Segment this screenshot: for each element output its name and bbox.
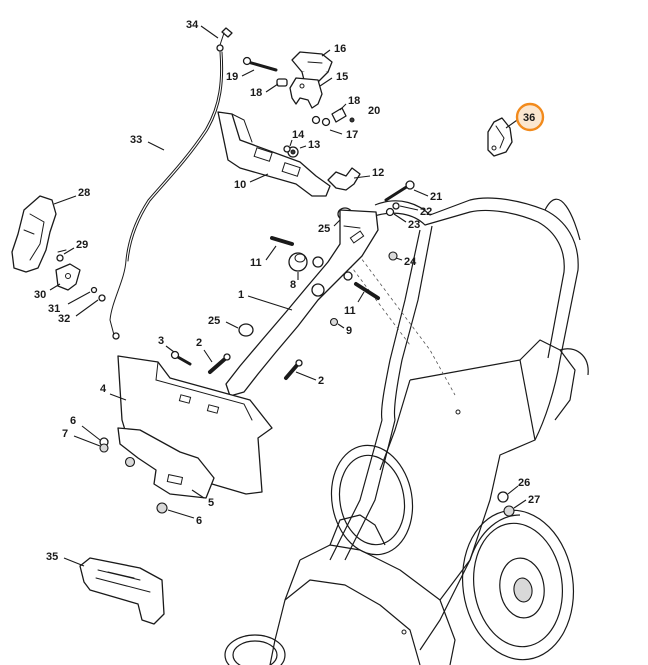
callout-16: 16 (334, 43, 346, 55)
part-12-wing-nut (327, 167, 361, 191)
callout-3: 3 (158, 335, 164, 347)
callout-12: 12 (372, 167, 384, 179)
part-34-cable-end (216, 27, 233, 52)
callout-35: 35 (46, 551, 58, 563)
part-15-switch-bracket (289, 77, 323, 109)
callout-21: 21 (430, 191, 442, 203)
part-2-stud-b (284, 359, 303, 380)
part-28-left-cover (11, 195, 57, 273)
part-14-13-roller (283, 145, 299, 158)
part-1-main-lever (225, 209, 379, 397)
callout-17: 17 (346, 129, 358, 141)
callout-6a: 6 (70, 415, 76, 427)
callout-25a: 25 (318, 223, 330, 235)
part-18-17-20-hardware (311, 107, 355, 127)
callout-18b: 18 (348, 95, 360, 107)
part-24-nut (388, 251, 398, 261)
callout-36-highlight-ring (515, 102, 545, 132)
part-10-mounting-bracket (217, 111, 331, 197)
part-19-pin (242, 56, 278, 72)
part-21-bolt (384, 180, 415, 202)
part-30-lever (55, 263, 81, 291)
callout-32: 32 (58, 313, 70, 325)
callout-15: 15 (336, 71, 348, 83)
callout-28: 28 (78, 187, 90, 199)
part-9-screw (329, 317, 339, 327)
callout-2b: 2 (318, 375, 324, 387)
callout-11a: 11 (250, 257, 262, 269)
callout-27: 27 (528, 494, 540, 506)
part-3-bolt (170, 350, 192, 366)
callout-29: 29 (76, 239, 88, 251)
callout-5: 5 (208, 497, 214, 509)
callout-6b: 6 (196, 515, 202, 527)
callout-2a: 2 (196, 337, 202, 349)
callout-22: 22 (420, 206, 432, 218)
callout-25b: 25 (208, 315, 220, 327)
part-6-7-nuts (99, 437, 168, 514)
part-22-23-washers (385, 202, 400, 217)
callout-31: 31 (48, 303, 60, 315)
part-5-lower-bracket (117, 427, 215, 499)
mower-frame (224, 197, 589, 665)
callout-36: 36 (523, 112, 535, 124)
callout-13: 13 (308, 139, 320, 151)
part-2-stud-a (208, 353, 231, 374)
callout-33: 33 (130, 134, 142, 146)
callout-19: 19 (226, 71, 238, 83)
callout-8: 8 (290, 279, 296, 291)
part-18-pin-a (276, 78, 288, 87)
callout-7: 7 (62, 428, 68, 440)
callout-11b: 11 (344, 305, 356, 317)
part-36-switch (487, 117, 513, 157)
part-26-27-nuts (497, 491, 515, 517)
callout-24: 24 (404, 256, 417, 268)
part-33-bowden-cable (109, 51, 224, 340)
callout-34: 34 (186, 19, 199, 31)
part-11-pin-b (354, 282, 380, 300)
callout-18a: 18 (250, 87, 262, 99)
part-11-pin-a (270, 236, 294, 246)
part-35-handle-grip (79, 557, 165, 625)
callout-30: 30 (34, 289, 46, 301)
part-29-spring (56, 249, 67, 262)
part-16-switch-cover (291, 51, 333, 83)
part-25-knob-b (238, 323, 254, 337)
part-8-cap (288, 252, 308, 272)
callout-4: 4 (100, 383, 107, 395)
callout-10: 10 (234, 179, 246, 191)
callout-26: 26 (518, 477, 530, 489)
callout-20: 20 (368, 105, 380, 117)
part-31-32-hardware (90, 286, 106, 302)
callout-1: 1 (238, 289, 244, 301)
callout-14: 14 (292, 129, 305, 141)
callout-23: 23 (408, 219, 420, 231)
callout-layer: 34 16 19 15 18 18 20 17 36 33 14 13 (34, 19, 545, 567)
callout-9: 9 (346, 325, 352, 337)
